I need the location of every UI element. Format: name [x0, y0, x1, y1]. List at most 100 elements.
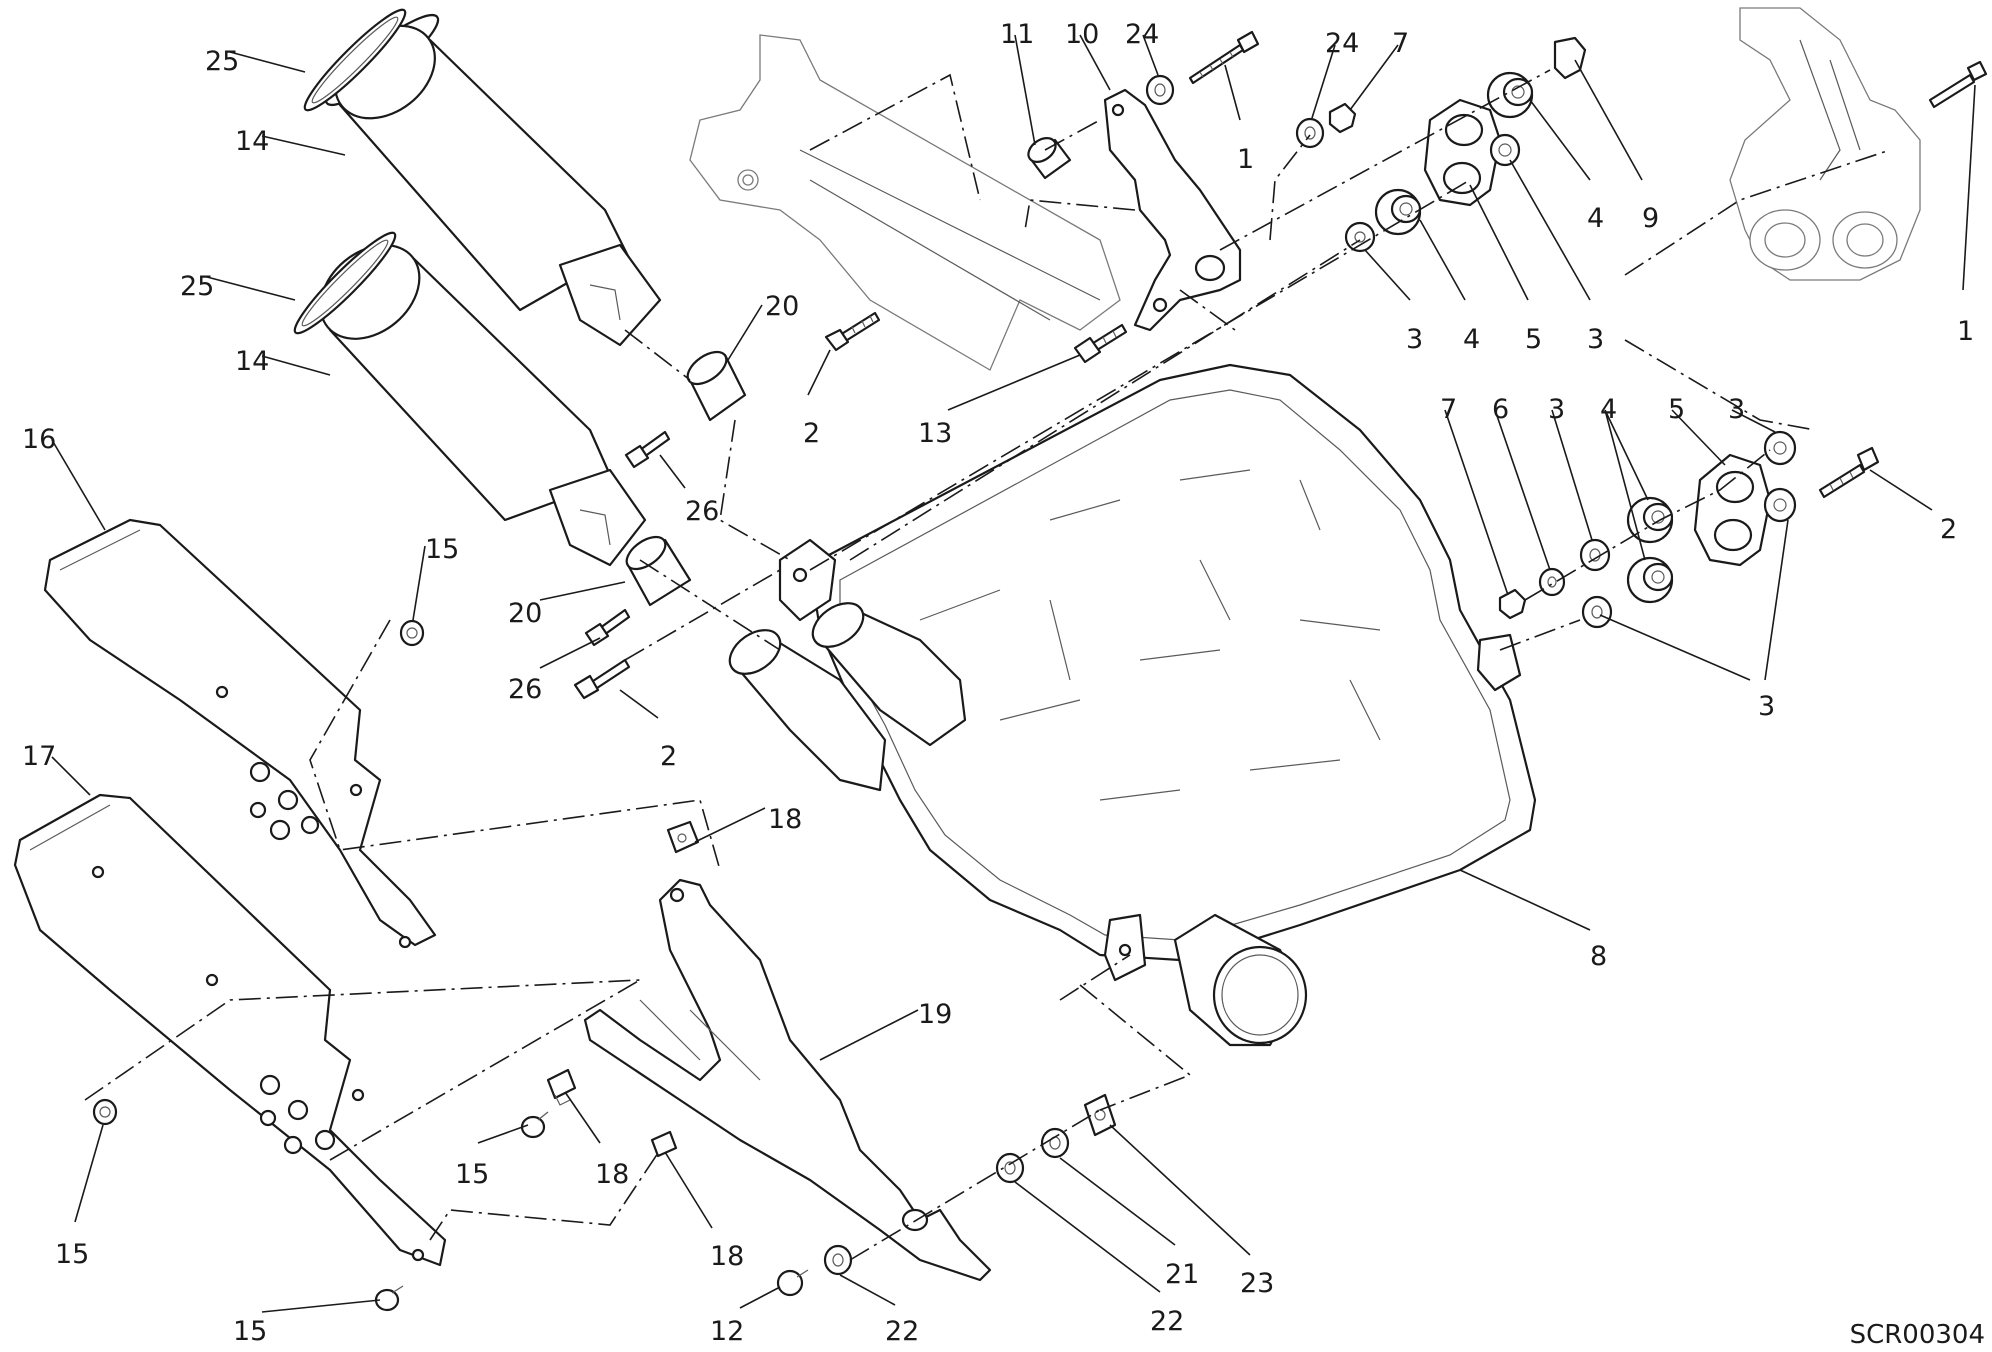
bolt-13 [1073, 323, 1128, 364]
callout-l-26b: 26 [508, 674, 542, 705]
frame-swingarm-ghost [689, 34, 1121, 371]
coupler-20-upper [686, 350, 747, 422]
callout-l-4a: 4 [1587, 203, 1604, 234]
callout-l-26a: 26 [685, 496, 719, 527]
callout-l-3a: 3 [1406, 324, 1423, 355]
callout-l-24b: 24 [1325, 28, 1359, 59]
bolt-26-upper [624, 430, 671, 469]
callout-l-18a: 18 [768, 804, 802, 835]
grommet-4-lower-a [1626, 496, 1674, 544]
callout-l-4c: 4 [1600, 394, 1617, 425]
callout-l-1b: 1 [1957, 316, 1974, 347]
callout-l-6: 6 [1492, 394, 1509, 425]
callout-l-14b: 14 [235, 346, 269, 377]
callout-l-20b: 20 [508, 598, 542, 629]
bolt-2-right [1818, 446, 1880, 499]
gasket-25-upper [303, 8, 407, 112]
assembly-lines [84, 69, 1891, 1261]
washer-22-left [823, 1244, 853, 1276]
callout-l-3c: 3 [1548, 394, 1565, 425]
callout-l-20a: 20 [765, 291, 799, 322]
grommet-4-lower-b [1626, 556, 1674, 604]
bolt-26-lower [584, 608, 631, 647]
callout-l-25b: 25 [180, 271, 214, 302]
screw-15-middle [520, 1111, 549, 1139]
clip-18-middle [546, 1068, 577, 1106]
washer-3-lower-b [1581, 595, 1613, 629]
callout-l-10: 10 [1065, 19, 1099, 50]
screw-12 [776, 1269, 809, 1297]
callout-l-15d: 15 [233, 1316, 267, 1347]
heat-shield-17 [13, 793, 447, 1267]
callout-l-13: 13 [918, 418, 952, 449]
reference-code: SCR00304 [1850, 1320, 1985, 1350]
callout-l-5b: 5 [1668, 394, 1685, 425]
callout-l-21: 21 [1165, 1259, 1199, 1290]
callout-l-2b: 2 [803, 418, 820, 449]
heat-shield-16 [43, 518, 437, 949]
screw-15-upper [399, 619, 425, 647]
callout-l-18b: 18 [595, 1159, 629, 1190]
washer-3-upper [1489, 133, 1521, 167]
callout-l-17: 17 [22, 741, 56, 772]
clip-23 [1083, 1093, 1117, 1137]
callout-l-1a: 1 [1237, 144, 1254, 175]
coupler-20-lower [625, 535, 692, 607]
bolt-2-left [573, 658, 631, 700]
callout-l-16: 16 [22, 424, 56, 455]
bolt-2-upper [824, 311, 881, 352]
callout-l-18c: 18 [710, 1241, 744, 1272]
grommet-4-upper-left [1374, 188, 1422, 236]
bracket-10 [1103, 88, 1242, 332]
callout-l-22b: 22 [1150, 1306, 1184, 1337]
washer-24-top-left [1145, 74, 1175, 106]
washer-24-top-right [1295, 117, 1325, 149]
bolt-1-top [1188, 30, 1260, 85]
callout-l-24a: 24 [1125, 19, 1159, 50]
callout-l-9: 9 [1642, 203, 1659, 234]
callout-l-2c: 2 [1940, 514, 1957, 545]
mount-plate-5-upper [1423, 98, 1502, 207]
callout-l-3d: 3 [1728, 394, 1745, 425]
nut-7-lower [1498, 588, 1527, 620]
bolt-1-right [1928, 60, 1988, 109]
clip-18-lower [650, 1130, 678, 1158]
washer-3-lower-c [1763, 430, 1797, 466]
callout-l-23: 23 [1240, 1268, 1274, 1299]
callout-l-8: 8 [1590, 941, 1607, 972]
washer-3-lower-d [1763, 487, 1797, 523]
screw-15-left [92, 1098, 118, 1126]
callout-l-22a: 22 [885, 1316, 919, 1347]
mount-plate-5-lower [1693, 453, 1772, 567]
callout-l-19: 19 [918, 999, 952, 1030]
callout-l-12: 12 [710, 1316, 744, 1347]
callout-l-15a: 15 [425, 534, 459, 565]
washer-6 [1538, 567, 1566, 597]
callout-l-14a: 14 [235, 126, 269, 157]
exhaust-muffler-8 [728, 363, 1537, 1047]
callout-l-4b: 4 [1463, 324, 1480, 355]
callout-l-15b: 15 [455, 1159, 489, 1190]
clip-18-upper [666, 820, 700, 854]
grommet-4-upper-right [1486, 71, 1534, 119]
callout-l-7b: 7 [1440, 394, 1457, 425]
leader-lines [51, 34, 1976, 1313]
washer-3-upper-left [1344, 221, 1376, 253]
callout-l-15c: 15 [55, 1239, 89, 1270]
callout-l-3b: 3 [1587, 324, 1604, 355]
callout-l-2a: 2 [660, 741, 677, 772]
screw-15-bottom [374, 1285, 404, 1312]
callout-l-7a: 7 [1392, 28, 1409, 59]
gasket-25-lower [293, 231, 397, 335]
guard-19 [583, 878, 992, 1282]
spacer-21 [1040, 1127, 1070, 1159]
nut-7-top [1328, 102, 1357, 134]
washer-3-lower-a [1579, 538, 1611, 572]
callout-l-25a: 25 [205, 46, 239, 77]
callout-l-5a: 5 [1525, 324, 1542, 355]
bolt-9 [1553, 36, 1587, 80]
callout-l-3e: 3 [1758, 691, 1775, 722]
rear-hub-bracket-ghost [1729, 7, 1921, 281]
